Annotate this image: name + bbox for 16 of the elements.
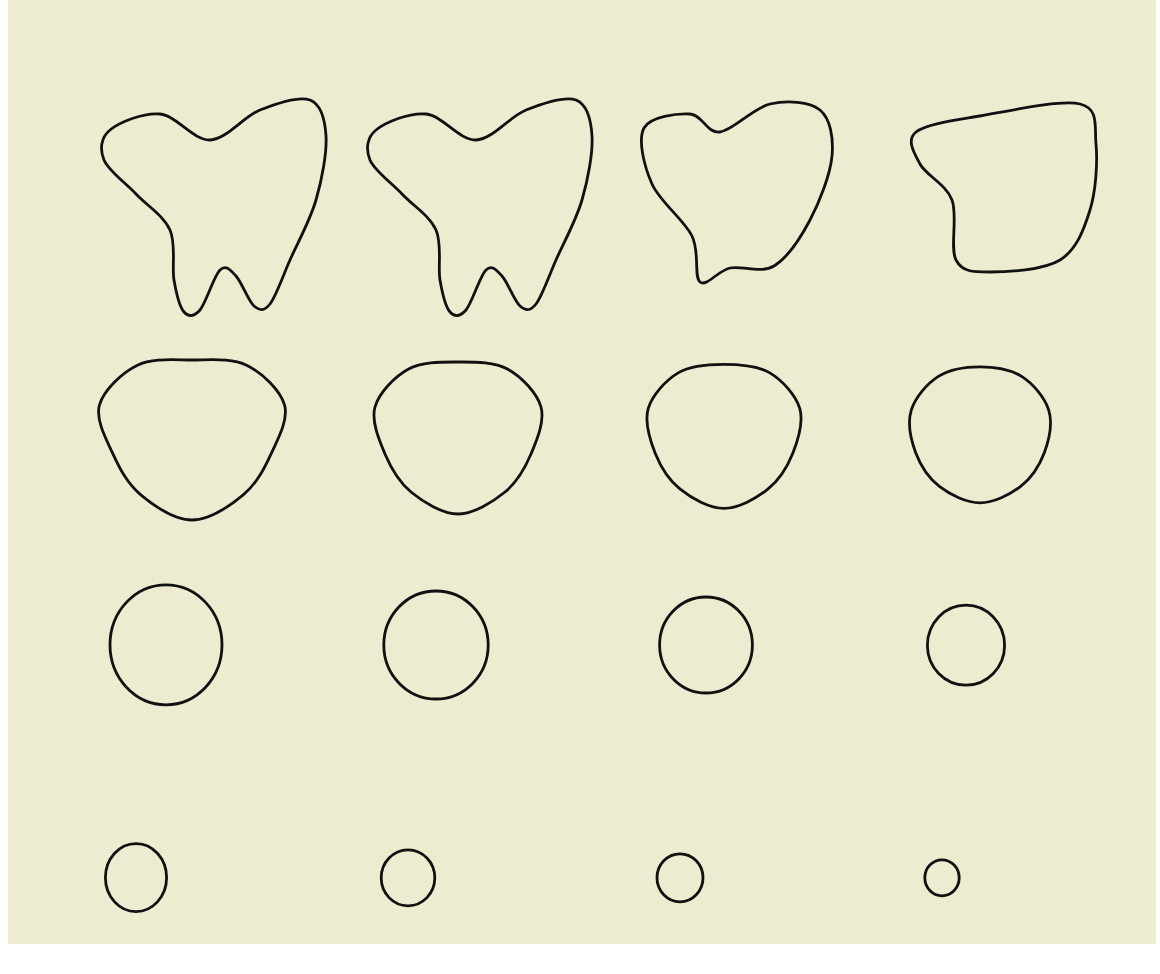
circle-outline bbox=[926, 603, 1006, 687]
circle-outline bbox=[379, 848, 437, 908]
blob-outline bbox=[640, 100, 834, 285]
blob-outline bbox=[100, 97, 328, 317]
circle-outline bbox=[658, 595, 754, 695]
blob-outline bbox=[909, 101, 1098, 274]
blob-outline bbox=[366, 97, 594, 317]
blob-outline bbox=[908, 365, 1052, 505]
circle-outline bbox=[655, 852, 705, 904]
blob-outline bbox=[372, 360, 544, 516]
blob-outline bbox=[645, 363, 803, 510]
blob-outline bbox=[97, 358, 287, 522]
circle-outline bbox=[923, 858, 961, 898]
circle-outline bbox=[382, 589, 490, 701]
circle-outline bbox=[104, 842, 168, 913]
circle-outline bbox=[108, 583, 224, 707]
